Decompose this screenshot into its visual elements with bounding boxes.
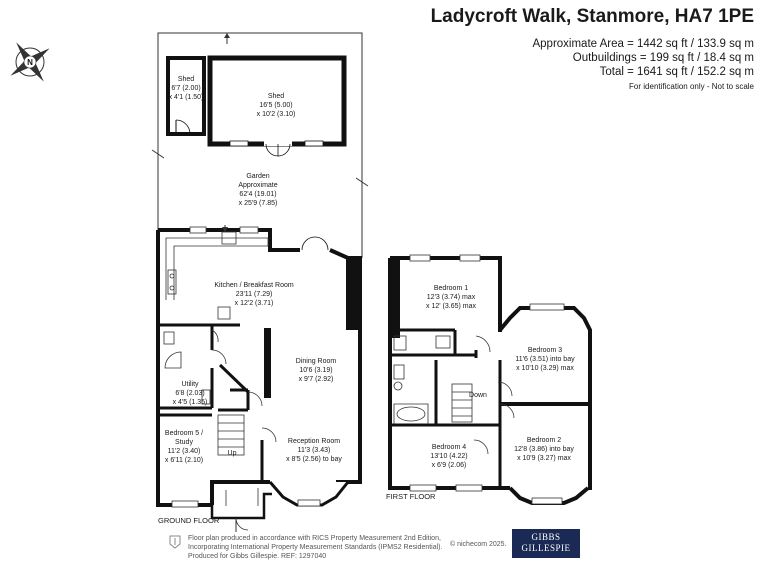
area-outbuildings: Outbuildings = 199 sq ft / 18.4 sq m: [572, 52, 754, 64]
bedroom3-bay: [498, 306, 592, 404]
area-approximate: Approximate Area = 1442 sq ft / 133.9 sq…: [532, 38, 754, 50]
rics-logo-icon: [169, 535, 181, 549]
agent-logo: GIBBS GILLESPIE: [512, 529, 580, 558]
first-stairs: [451, 383, 473, 423]
copyright-text: © nichecom 2025.: [450, 541, 507, 548]
property-title: Ladycroft Walk, Stanmore, HA7 1PE: [430, 6, 754, 27]
footer-disclaimer: Floor plan produced in accordance with R…: [188, 535, 443, 560]
ground-stairs: [217, 414, 245, 456]
first-floor-label: FIRST FLOOR: [386, 492, 436, 501]
ground-floor-label: GROUND FLOOR: [158, 516, 220, 525]
stairs-up-label: Up: [227, 450, 237, 457]
identification-note: For identification only - Not to scale: [629, 82, 754, 91]
kitchen-counter: [165, 231, 269, 320]
compass-letter: N: [27, 58, 33, 67]
porch: [210, 482, 272, 520]
north-compass-icon: N: [10, 42, 50, 82]
small-shed: [166, 56, 206, 136]
stairs-down-label: Down: [469, 392, 487, 399]
garden-boundary: [157, 32, 363, 258]
area-total: Total = 1641 sq ft / 152.2 sq m: [599, 66, 754, 78]
